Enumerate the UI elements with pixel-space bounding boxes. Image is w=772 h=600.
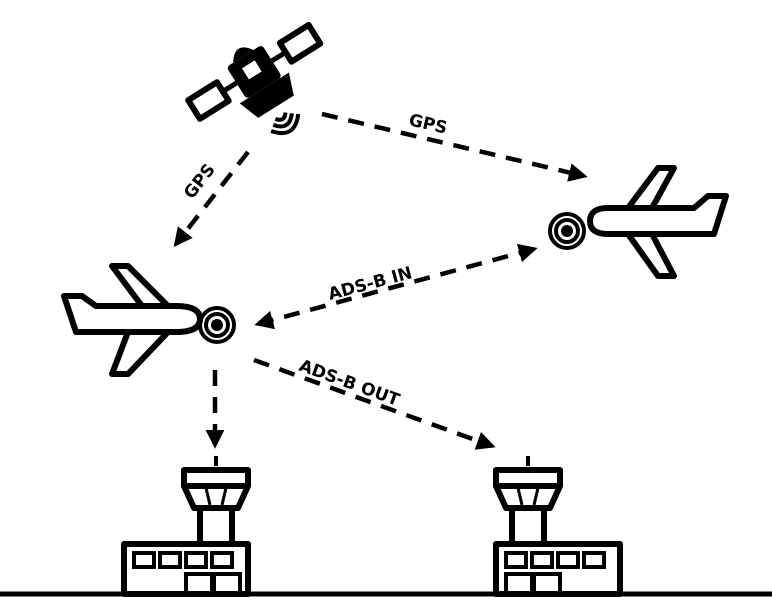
airplane-icon xyxy=(61,263,203,377)
adsb-in-arrow xyxy=(254,243,538,330)
airplane-icon xyxy=(587,165,729,279)
adsb-out-arrow xyxy=(253,357,496,450)
control-tower-icon xyxy=(493,456,623,597)
gps-arrow-right xyxy=(321,111,588,182)
gps-arrow-left xyxy=(173,150,250,247)
satellite-icon xyxy=(185,21,324,136)
adsb-in-label: ADS-B IN xyxy=(326,263,414,305)
control-tower-icon xyxy=(121,456,251,597)
antenna-icon xyxy=(548,212,586,250)
antenna-icon xyxy=(198,306,236,344)
